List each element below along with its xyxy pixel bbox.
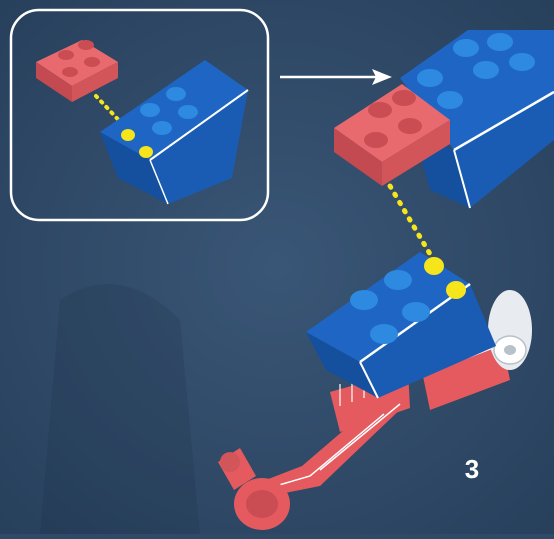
step-number: 3 xyxy=(452,452,492,486)
white-wheel xyxy=(488,290,532,370)
background-silhouette xyxy=(40,284,200,534)
connector-dot xyxy=(446,281,466,299)
connector-dot xyxy=(424,257,444,275)
connector-dot xyxy=(139,146,153,158)
connector-dot xyxy=(121,129,135,141)
